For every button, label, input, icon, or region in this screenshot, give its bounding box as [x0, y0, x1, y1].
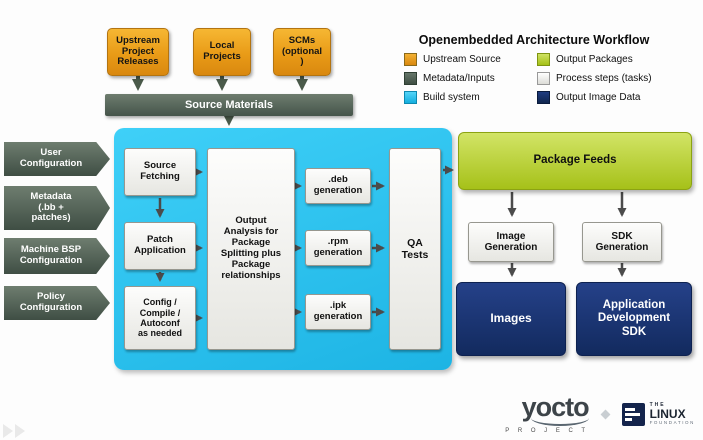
node-images: Images	[456, 282, 566, 356]
node-machine-bsp-configuration: Machine BSP Configuration	[4, 238, 110, 274]
output-packages-swatch	[537, 53, 550, 66]
legend-label: Build system	[423, 92, 480, 103]
lf-bar	[624, 407, 635, 411]
legend-item-output-packages: Output Packages	[537, 53, 633, 66]
node-qa-tests: QA Tests	[389, 148, 441, 350]
logo-separator-diamond	[600, 409, 611, 419]
yocto-swoosh	[530, 418, 589, 426]
corner-watermark-chevron	[3, 424, 13, 438]
node-local-projects: Local Projects	[193, 28, 251, 76]
linux-foundation-logo: THE LINUX FOUNDATION	[621, 401, 695, 426]
node-image-generation: Image Generation	[468, 222, 554, 262]
build-system-swatch	[404, 91, 417, 104]
node-config-compile-autoconf: Config / Compile / Autoconf as needed	[124, 286, 196, 350]
node-upstream-project-releases: Upstream Project Releases	[107, 28, 169, 76]
node-package-feeds: Package Feeds	[458, 132, 692, 190]
legend-label: Upstream Source	[423, 54, 501, 65]
legend-title: Openembedded Architecture Workflow	[418, 33, 650, 47]
node-patch-application: Patch Application	[124, 222, 196, 270]
output-image-data-swatch	[537, 91, 550, 104]
node-user-configuration: User Configuration	[4, 142, 110, 176]
legend-item-process-steps: Process steps (tasks)	[537, 72, 652, 85]
lf-foundation-label: FOUNDATION	[649, 419, 695, 425]
corner-watermark-chevron	[15, 424, 25, 438]
node-source-fetching: Source Fetching	[124, 148, 196, 196]
node-rpm-generation: .rpm generation	[305, 230, 371, 266]
linux-foundation-mark-icon	[621, 402, 645, 426]
node-policy-configuration: Policy Configuration	[4, 286, 110, 320]
node-deb-generation: .deb generation	[305, 168, 371, 204]
node-output-analysis: Output Analysis for Package Splitting pl…	[207, 148, 295, 350]
yocto-project-label: P R O J E C T	[505, 428, 589, 434]
legend-item-metadata-inputs: Metadata/Inputs	[404, 72, 495, 85]
lf-the-label: THE	[649, 401, 666, 408]
metadata-inputs-swatch	[404, 72, 417, 85]
yocto-project-logo: yocto P R O J E C T	[505, 392, 590, 435]
node-source-materials: Source Materials	[105, 94, 353, 116]
process-steps-swatch	[537, 72, 550, 85]
legend-label: Process steps (tasks)	[556, 73, 652, 84]
lf-linux-label: LINUX	[649, 406, 686, 421]
legend-label: Metadata/Inputs	[423, 73, 495, 84]
node-application-development-sdk: Application Development SDK	[576, 282, 692, 356]
node-metadata-bb-patches: Metadata (.bb + patches)	[4, 186, 110, 230]
footer-logos: yocto P R O J E C T THE LINUX FOUNDATION	[505, 392, 695, 435]
legend-item-build-system: Build system	[404, 91, 480, 104]
node-ipk-generation: .ipk generation	[305, 294, 371, 330]
yocto-wordmark: yocto	[521, 392, 590, 422]
legend-label: Output Image Data	[556, 92, 641, 103]
node-sdk-generation: SDK Generation	[582, 222, 662, 262]
legend-item-upstream-source: Upstream Source	[404, 53, 501, 66]
upstream-source-swatch	[404, 53, 417, 66]
node-scms-optional: SCMs (optional )	[273, 28, 331, 76]
legend-label: Output Packages	[556, 54, 633, 65]
lf-bar	[624, 417, 633, 421]
linux-foundation-text: THE LINUX FOUNDATION	[649, 401, 695, 426]
legend-item-output-image-data: Output Image Data	[537, 91, 641, 104]
lf-bar	[624, 412, 640, 416]
